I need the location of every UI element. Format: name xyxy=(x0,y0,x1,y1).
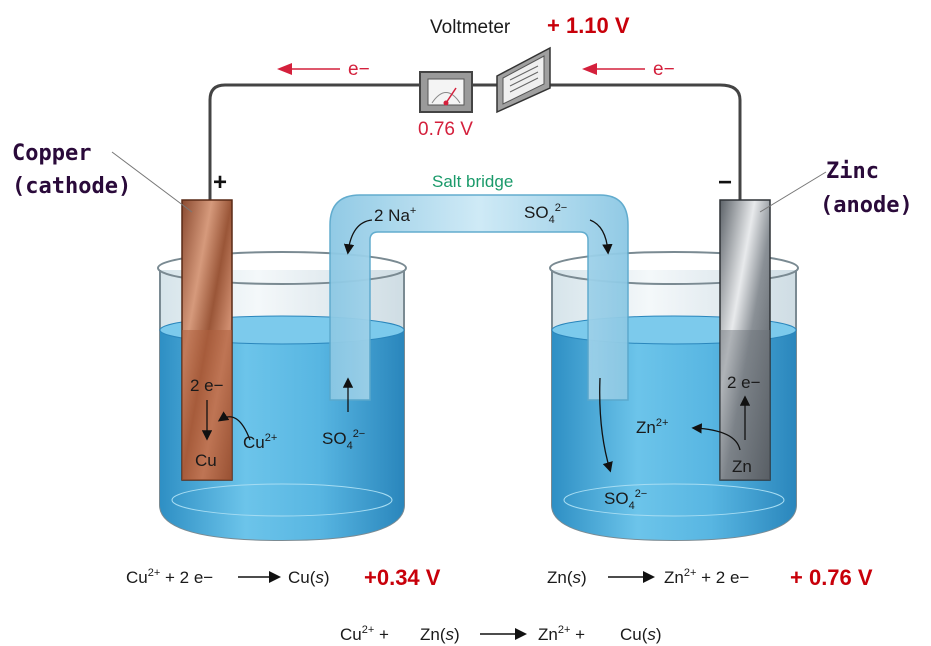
needle xyxy=(445,87,457,104)
anode-ion: Zn2+ xyxy=(636,417,668,437)
cathode-ion: Cu2+ xyxy=(243,432,277,452)
anode-leader-line xyxy=(759,171,827,213)
negative-terminal: − xyxy=(718,169,732,196)
salt-bridge-title: Salt bridge xyxy=(432,172,513,191)
overall-reaction: Cu2+ + Zn(s) Zn2+ + Cu(s) xyxy=(340,624,662,644)
cathode-potential: +0.34 V xyxy=(364,565,441,590)
bridge-cation-label: 2 Na+ xyxy=(374,205,416,225)
bridge-cation-arrow xyxy=(343,219,373,255)
bridge-anion-label: SO42− xyxy=(524,202,567,226)
electron-label-left: e− xyxy=(348,59,370,80)
anode-half-reaction: Zn(s) Zn2+ + 2 e− + 0.76 V xyxy=(547,565,873,590)
right-sulfate-arrow xyxy=(599,377,613,473)
electron-label-right: e− xyxy=(653,59,675,80)
svg-text:Zn(s): Zn(s) xyxy=(420,625,460,644)
svg-text:Zn2+ + 2 e−: Zn2+ + 2 e− xyxy=(664,567,749,587)
anode-metal: Zn xyxy=(732,457,752,476)
positive-terminal: + xyxy=(213,169,227,196)
anode-potential: + 0.76 V xyxy=(790,565,873,590)
voltmeter xyxy=(419,46,551,114)
anode-electrons: 2 e− xyxy=(727,373,761,392)
svg-text:Cu2+ + 2 e−: Cu2+ + 2 e− xyxy=(126,567,213,587)
needle-reading: 0.76 V xyxy=(418,119,473,140)
right-sulfate-label: SO42− xyxy=(604,488,647,512)
cathode-leader-line xyxy=(111,151,193,213)
voltmeter-reading: + 1.10 V xyxy=(547,13,630,38)
cathode-half-reaction: Cu2+ + 2 e− Cu(s) +0.34 V xyxy=(126,565,441,590)
cathode-name-line2: (cathode) xyxy=(12,174,131,199)
cathode-electrons: 2 e− xyxy=(190,376,224,395)
anode-name-line2: (anode) xyxy=(820,193,913,218)
left-sulfate-label: SO42− xyxy=(322,428,365,452)
cathode-name-line1: Copper xyxy=(12,141,91,166)
voltmeter-label: Voltmeter xyxy=(430,17,511,38)
svg-text:Cu(s): Cu(s) xyxy=(620,625,662,644)
svg-text:Zn(s): Zn(s) xyxy=(547,568,587,587)
svg-text:Cu2+ +: Cu2+ + xyxy=(340,624,389,644)
salt-bridge xyxy=(329,194,629,401)
svg-text:Cu(s): Cu(s) xyxy=(288,568,330,587)
anode-ion-arrow xyxy=(691,423,741,451)
external-wire xyxy=(208,83,742,200)
svg-text:Zn2+ +: Zn2+ + xyxy=(538,624,585,644)
bridge-anion-arrow xyxy=(589,219,613,255)
anode-name-line1: Zinc xyxy=(826,159,879,184)
cathode-metal: Cu xyxy=(195,451,217,470)
cathode-ion-arrow xyxy=(217,411,251,441)
